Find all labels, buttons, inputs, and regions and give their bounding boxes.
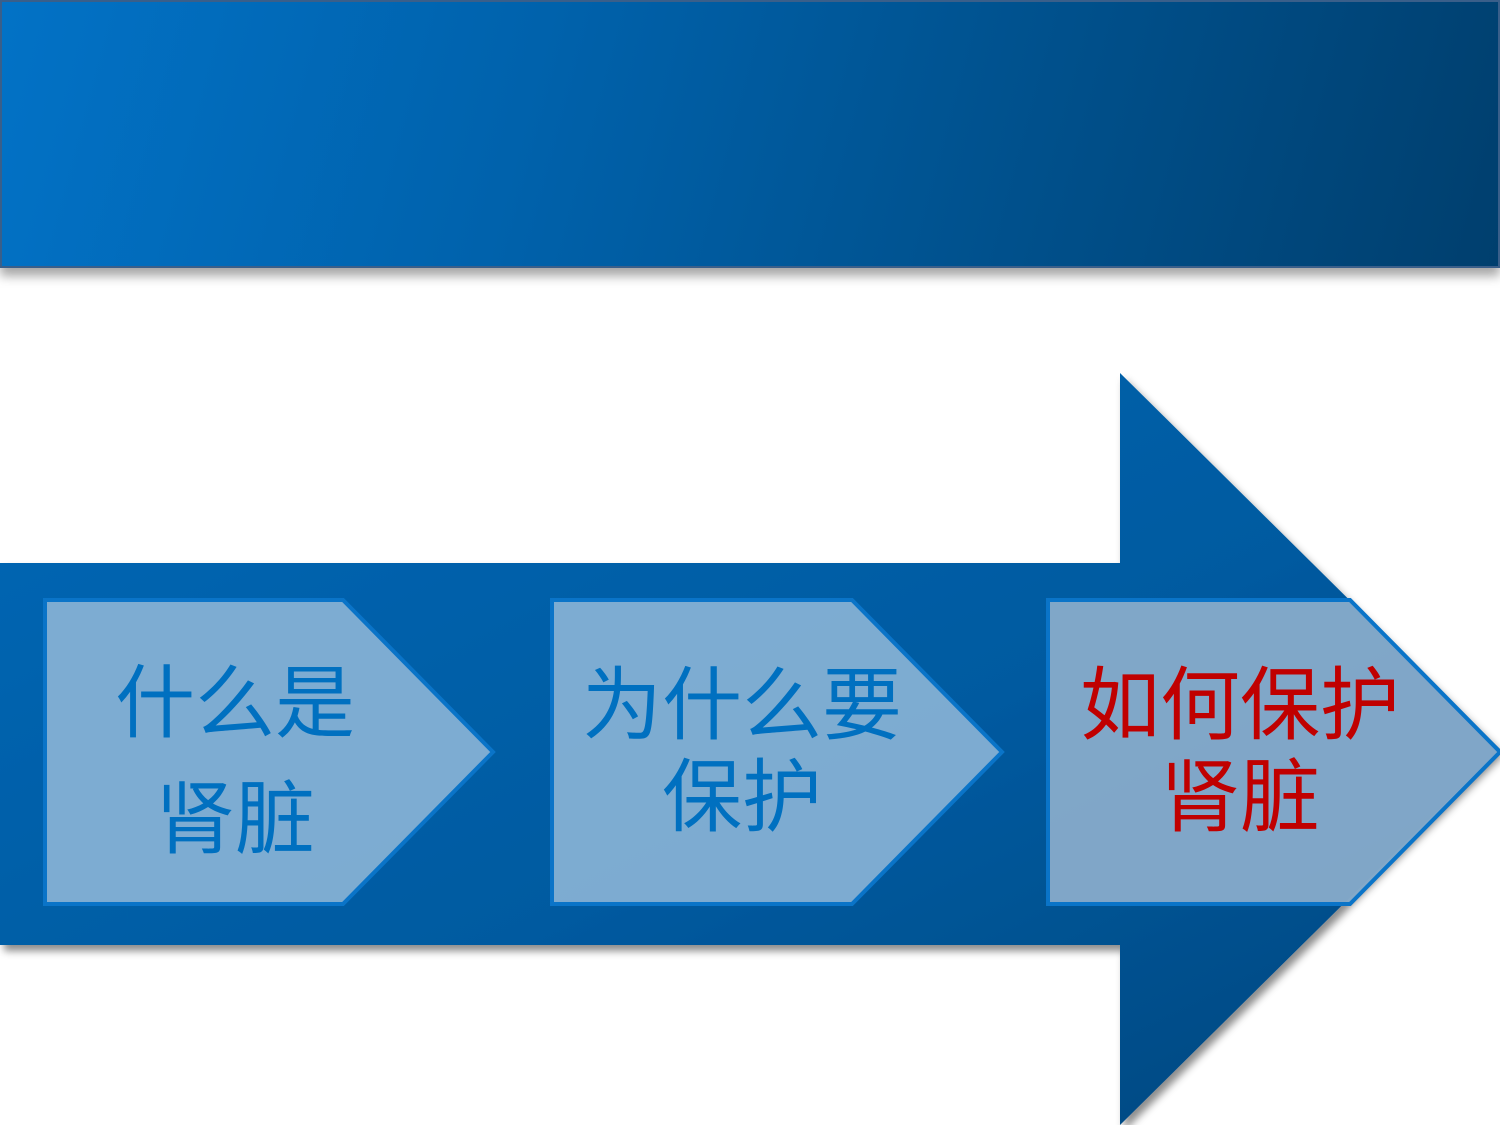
step-1-line-1: 什么是 [115,657,355,750]
step-1-line-2: 肾脏 [155,773,315,866]
step-3-line-2: 肾脏 [1160,751,1320,844]
chevron-step-2 [550,598,1005,906]
chevron-step-1 [43,598,496,906]
title-bar [0,0,1500,268]
step-2-line-2: 保护 [662,751,822,844]
step-2-line-1: 为什么要 [582,659,902,752]
step-2-label: 为什么要 保护 [552,660,932,844]
step-1-label: 什么是 肾脏 [45,646,425,878]
step-3-label: 如何保护 肾脏 [1050,660,1430,844]
chevron-step-3 [1046,598,1500,906]
step-3-line-1: 如何保护 [1080,659,1400,752]
